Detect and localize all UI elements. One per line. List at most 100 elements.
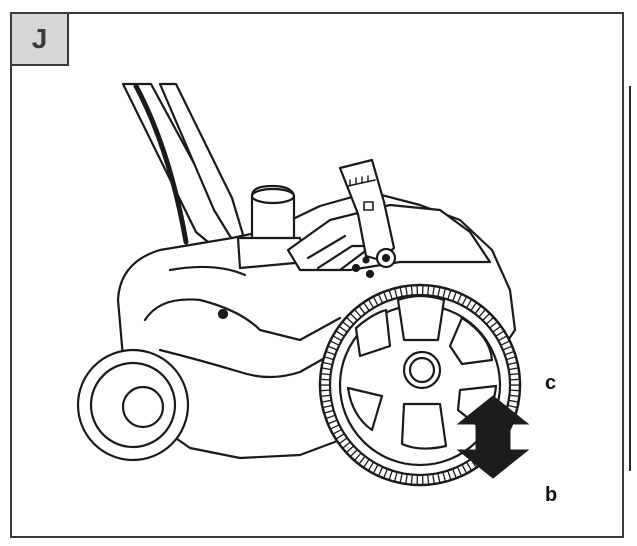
tread-tick [509, 394, 520, 398]
tread-tick [358, 455, 366, 465]
tread-tick [345, 316, 355, 325]
tread-tick [509, 378, 520, 381]
tread-tick [320, 372, 331, 376]
wheel-cutout-2 [448, 316, 494, 366]
tread-tick [367, 461, 375, 471]
bolt-1 [351, 263, 361, 273]
tread-tick [432, 285, 435, 296]
tread-tick [338, 437, 348, 445]
tread-tick [437, 473, 441, 484]
body-contour [143, 298, 342, 342]
tread-tick [321, 367, 332, 371]
tread-tick [447, 289, 452, 300]
handle-cable [133, 83, 189, 245]
tread-tick [321, 399, 332, 403]
tread-tick [349, 312, 358, 321]
lever-window [363, 201, 374, 211]
tread-tick [508, 399, 519, 403]
tread-tick [437, 286, 441, 297]
tread-tick [323, 356, 334, 361]
tread-tick [388, 470, 393, 481]
body-bolt [217, 308, 229, 320]
tread-tick [500, 340, 510, 346]
tread-tick [442, 471, 447, 482]
tread-tick [330, 340, 340, 346]
label-b: b [545, 484, 558, 506]
tread-tick [323, 409, 334, 414]
tread-tick [399, 286, 403, 297]
tread-tick [452, 468, 457, 479]
tread-tick [509, 372, 520, 376]
tread-tick [399, 473, 403, 484]
tread-tick [447, 470, 452, 481]
tread-tick [377, 466, 384, 477]
tread-tick [405, 474, 408, 485]
tread-tick [363, 302, 370, 312]
tread-tick [410, 474, 413, 485]
tread-tick [383, 291, 388, 302]
tread-tick [327, 345, 338, 351]
tread-tick [452, 291, 457, 302]
tread-tick [383, 468, 388, 479]
edge-line [629, 86, 631, 471]
tread-tick [461, 464, 468, 474]
tread-tick [335, 433, 345, 440]
label-c: c [545, 372, 557, 394]
tread-tick [363, 458, 370, 468]
tread-tick [504, 350, 515, 356]
tread-tick [507, 361, 518, 366]
lever-scale-ticks [349, 175, 369, 187]
front-wheel-hub-inner [408, 356, 436, 384]
rear-wheel-hub [121, 385, 165, 429]
tread-tick [354, 452, 362, 462]
tread-tick [358, 305, 366, 315]
tread-tick [498, 335, 508, 342]
housing-slot-2 [306, 234, 347, 260]
body-contour-3 [168, 265, 247, 277]
tread-tick [482, 312, 491, 321]
tread-tick [427, 474, 430, 485]
tread-tick [332, 335, 342, 342]
tread-tick [474, 305, 482, 315]
tread-tick [478, 308, 486, 318]
tread-tick [320, 389, 331, 392]
tread-tick [322, 361, 333, 366]
tread-tick [485, 316, 495, 325]
tread-tick [506, 356, 517, 361]
tread-tick [465, 299, 473, 309]
tread-tick [325, 414, 336, 420]
tread-tick [349, 449, 358, 458]
housing-slot [316, 244, 374, 272]
tread-tick [332, 428, 342, 435]
lever-pivot-hole [381, 253, 391, 263]
bolt-2 [365, 269, 375, 279]
body-contour-2 [158, 348, 332, 379]
tread-tick [492, 325, 502, 333]
tread-tick [372, 464, 379, 474]
tread-tick [432, 474, 435, 485]
tread-tick [405, 285, 408, 296]
tread-tick [465, 461, 473, 471]
tread-tick [410, 285, 413, 296]
wheel-cutout-1 [396, 294, 446, 342]
tread-tick [509, 389, 520, 392]
tread-tick [508, 367, 519, 371]
step-letter: J [31, 23, 48, 54]
tread-tick [456, 466, 463, 477]
tread-tick [325, 350, 336, 356]
double-arrow-vertical-icon [456, 395, 530, 479]
tread-tick [388, 289, 393, 300]
tread-tick [345, 445, 355, 454]
tread-tick [342, 441, 351, 449]
motor-cap [250, 187, 296, 205]
tread-tick [507, 404, 518, 409]
tread-tick [461, 296, 468, 306]
tread-tick [456, 293, 463, 304]
tread-tick [330, 424, 340, 430]
step-label-box: J [10, 12, 69, 66]
wheel-cutout-4 [346, 386, 384, 432]
wheel-cutout-3 [354, 308, 392, 358]
wheel-cutout-5 [400, 402, 448, 450]
tread-tick [320, 378, 331, 381]
